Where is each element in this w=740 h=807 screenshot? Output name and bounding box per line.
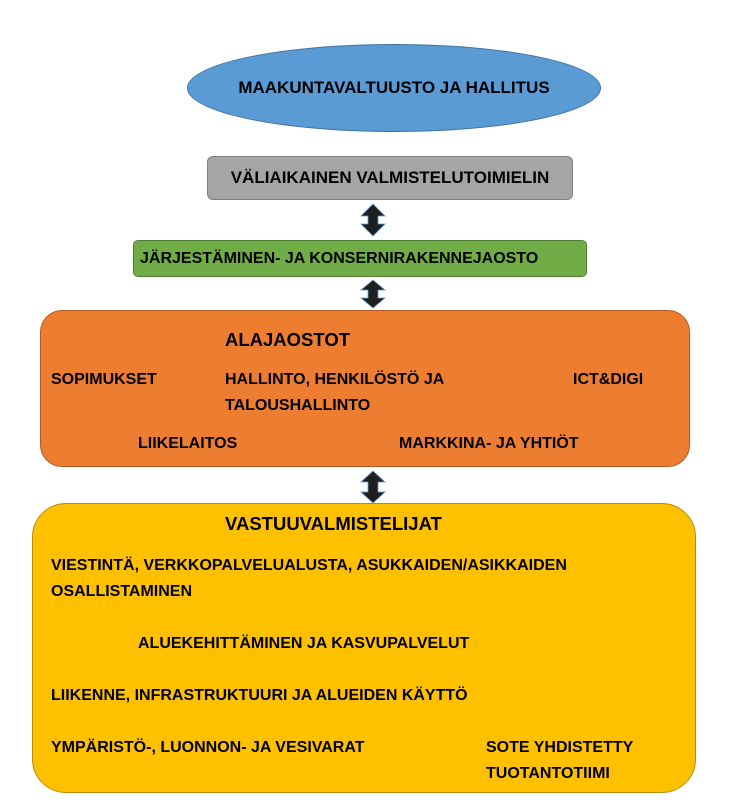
double-arrow-icon [360, 279, 386, 309]
subcommittees-title: ALAJAOSTOT [225, 329, 351, 350]
responsible-item: LIIKENNE, INFRASTRUKTUURI JA ALUEIDEN KÄ… [51, 687, 468, 704]
organizing-subcommittee-node: JÄRJESTÄMINEN- JA KONSERNIRAKENNEJAOSTO [133, 240, 587, 277]
subcommittees-node: ALAJAOSTOT SOPIMUKSET HALLINTO, HENKILÖS… [40, 310, 690, 467]
responsible-item: ALUEKEHITTÄMINEN JA KASVUPALVELUT [138, 635, 470, 652]
double-arrow-shape [360, 279, 386, 309]
interim-body-node: VÄLIAIKAINEN VALMISTELUTOIMIELIN [207, 156, 573, 200]
organizing-subcommittee-label: JÄRJESTÄMINEN- JA KONSERNIRAKENNEJAOSTO [140, 249, 539, 267]
council-and-board-label: MAAKUNTAVALTUUSTO JA HALLITUS [238, 78, 550, 97]
subcommittee-item: HALLINTO, HENKILÖSTÖ JA TALOUSHALLINTO [225, 371, 444, 414]
responsible-preparers-node: VASTUUVALMISTELIJAT VIESTINTÄ, VERKKOPAL… [32, 503, 696, 793]
subcommittee-item: MARKKINA- JA YHTIÖT [399, 435, 579, 452]
responsible-item: VIESTINTÄ, VERKKOPALVELUALUSTA, ASUKKAID… [51, 557, 567, 600]
interim-body-label: VÄLIAIKAINEN VALMISTELUTOIMIELIN [230, 168, 550, 187]
responsible-item: YMPÄRISTÖ-, LUONNON- JA VESIVARAT [51, 739, 365, 756]
double-arrow-icon [360, 203, 386, 237]
double-arrow-shape [360, 203, 386, 237]
subcommittee-item: ICT&DIGI [573, 371, 644, 388]
responsible-item: SOTE YHDISTETTY TUOTANTOTIIMI [486, 739, 633, 782]
responsible-preparers-title: VASTUUVALMISTELIJAT [225, 513, 442, 534]
council-and-board-node: MAAKUNTAVALTUUSTO JA HALLITUS [187, 44, 601, 132]
subcommittee-item: LIIKELAITOS [138, 435, 238, 452]
subcommittee-item: SOPIMUKSET [51, 371, 157, 388]
double-arrow-icon [360, 470, 386, 504]
double-arrow-shape [360, 470, 386, 504]
